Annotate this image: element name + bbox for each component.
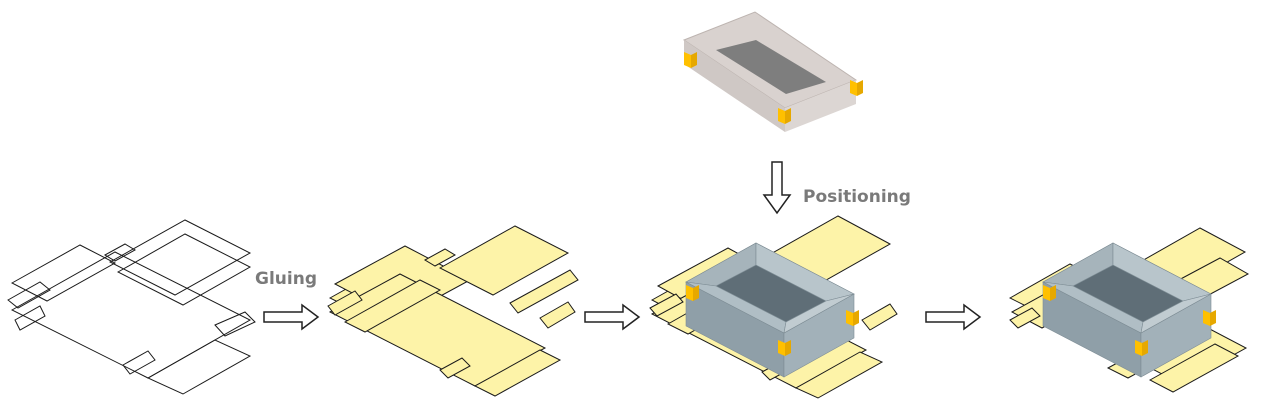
finished-tray	[1008, 227, 1250, 393]
right-arrow-icon	[263, 303, 320, 331]
flat-blank	[7, 219, 256, 395]
right-arrow-icon	[584, 303, 641, 331]
down-arrow-icon	[762, 161, 792, 215]
positioned-tray	[649, 215, 898, 399]
right-arrow-icon	[925, 303, 982, 331]
positioning-frame	[682, 11, 863, 132]
glued-blank	[327, 225, 579, 397]
positioning-label: Positioning	[803, 187, 911, 207]
gluing-label: Gluing	[255, 269, 317, 289]
